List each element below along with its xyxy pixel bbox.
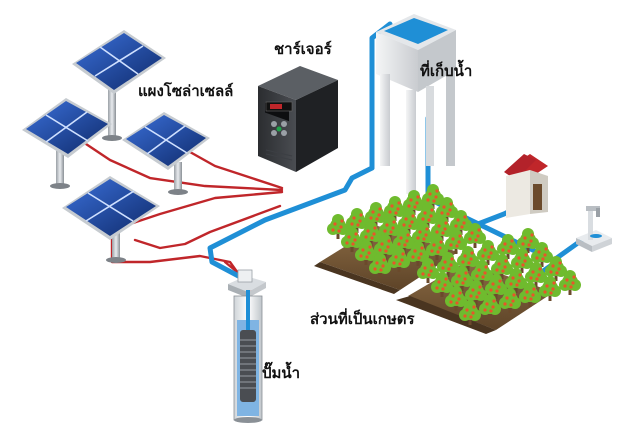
power-cable (128, 190, 284, 226)
tree-icon (531, 242, 553, 267)
solar-panel-icon (62, 176, 160, 263)
water-tower-icon (376, 14, 456, 194)
tree-icon (519, 282, 541, 307)
power-cable (133, 204, 282, 250)
tree-icon (485, 274, 507, 299)
pump-label: ปั๊มน้ำ (262, 364, 301, 382)
inverter-icon (258, 66, 338, 172)
tree-icon (369, 253, 391, 278)
tree-icon (505, 268, 527, 293)
tree-icon (511, 248, 533, 273)
tree-icon (479, 294, 501, 319)
solar-panels-label: แผงโซล่าเซลล์ (138, 82, 234, 100)
tree-icon (431, 272, 453, 297)
tree-icon (393, 228, 415, 253)
faucet-icon (576, 206, 612, 252)
tree-icon (445, 286, 467, 311)
tree-icon (426, 235, 448, 260)
water-pipe (207, 165, 375, 283)
tree-icon (327, 214, 349, 239)
tree-icon (379, 215, 401, 240)
power-cable (78, 138, 284, 192)
shed-icon (504, 154, 548, 218)
tree-icon (384, 196, 406, 221)
tree-icon (465, 280, 487, 305)
tree-icon (477, 240, 499, 265)
tree-icon (539, 276, 561, 301)
tree-icon (457, 246, 479, 271)
tree-icon (431, 216, 453, 241)
tree-icon (365, 202, 387, 227)
water-tank-label: ที่เก็บน้ำ (420, 62, 473, 80)
tree-icon (451, 266, 473, 291)
farm-label: ส่วนที่เป็นเกษตร (310, 310, 415, 328)
tree-icon (517, 228, 539, 253)
tree-icon (403, 190, 425, 215)
tree-icon (360, 221, 382, 246)
tree-icon (412, 222, 434, 247)
tree-icon (499, 288, 521, 313)
tree-icon (525, 262, 547, 287)
orchard-trees (327, 184, 581, 325)
tree-icon (450, 210, 472, 235)
solar-panel-icon (122, 112, 210, 195)
tree-icon (559, 270, 581, 295)
tree-icon (471, 260, 493, 285)
tree-icon (417, 258, 439, 283)
tree-icon (436, 197, 458, 222)
tree-icon (491, 254, 513, 279)
tree-icon (445, 229, 467, 254)
tree-icon (388, 247, 410, 272)
tree-icon (422, 184, 444, 209)
tree-icon (459, 300, 481, 325)
tree-icon (417, 203, 439, 228)
tree-icon (374, 234, 396, 259)
tree-icon (437, 252, 459, 277)
tree-icon (545, 256, 567, 281)
tree-icon (355, 240, 377, 265)
solar-panel-icon (22, 98, 112, 189)
tree-icon (464, 223, 486, 248)
tree-icon (398, 209, 420, 234)
tree-icon (497, 234, 519, 259)
tree-icon (407, 241, 429, 266)
submersible-pump-icon (228, 269, 266, 423)
solar-panel-icon (72, 30, 166, 141)
tree-icon (346, 208, 368, 233)
charger-label: ชาร์เจอร์ (274, 40, 332, 58)
tree-icon (341, 227, 363, 252)
